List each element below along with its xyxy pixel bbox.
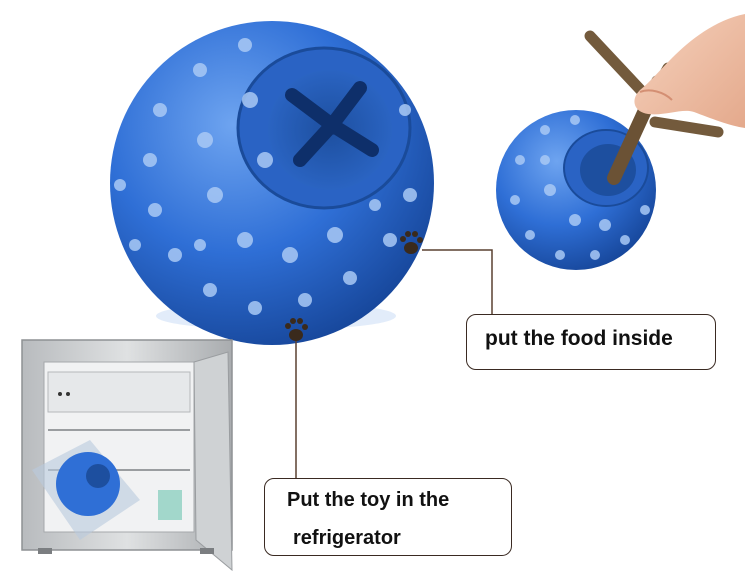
- leader-lines: [295, 249, 493, 478]
- large-ball: [110, 21, 434, 345]
- callout-fridge-line1: Put the toy in the: [287, 489, 450, 511]
- refrigerator: [21, 339, 233, 572]
- hand: [634, 14, 745, 128]
- callout-refrigerator: Put the toy in the refrigerator: [264, 478, 512, 556]
- callout-fridge-line2: refrigerator: [293, 527, 401, 549]
- paw-print-icon: [400, 231, 423, 254]
- callout-food-text: put the food inside: [485, 327, 673, 350]
- callout-put-food-inside: put the food inside: [466, 314, 716, 370]
- paw-print-icon: [285, 318, 308, 341]
